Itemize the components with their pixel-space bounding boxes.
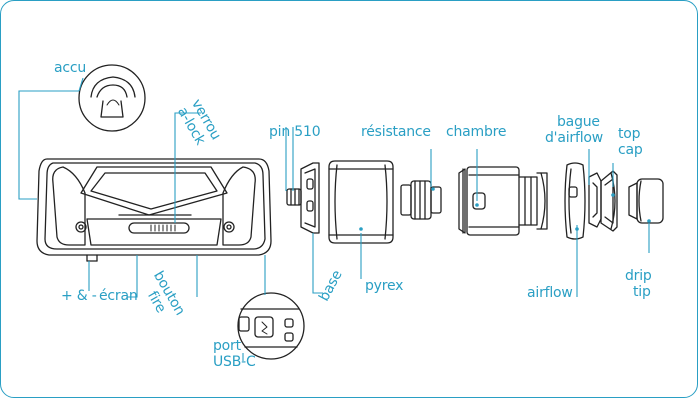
chamber-part [458,166,548,236]
label-topcap-line1: top [618,126,641,142]
airflow-ring [564,162,586,240]
label-pin-510: pin 510 [269,124,321,140]
label-bague-line2: d'airflow [545,130,603,146]
label-accu: accu [54,60,87,76]
pyrex-tank [328,160,394,244]
usb-port-detail [237,292,305,360]
label-plus-minus: + & - [61,288,97,304]
battery-detail [78,64,146,132]
leader-lines [18,77,650,361]
label-port-line2: USB-C [213,354,256,370]
label-bague-line1: bague [557,114,600,130]
label-ecran: écran [99,288,138,304]
label-drip-line2: tip [633,284,651,300]
box-mod [36,158,272,262]
leader-dots [359,187,651,231]
label-chambre: chambre [446,124,507,140]
label-pyrex: pyrex [365,278,404,294]
base-part [286,162,320,234]
coil-part [400,180,442,220]
label-port-line1: port [213,338,241,354]
label-drip-line1: drip [625,268,652,284]
drip-tip-part [628,178,664,224]
label-topcap-line2: cap [618,142,643,158]
airflow-ring-cap [588,172,602,228]
label-resistance: résistance [361,124,431,140]
label-airflow: airflow [527,285,573,301]
top-cap-part [600,170,618,232]
